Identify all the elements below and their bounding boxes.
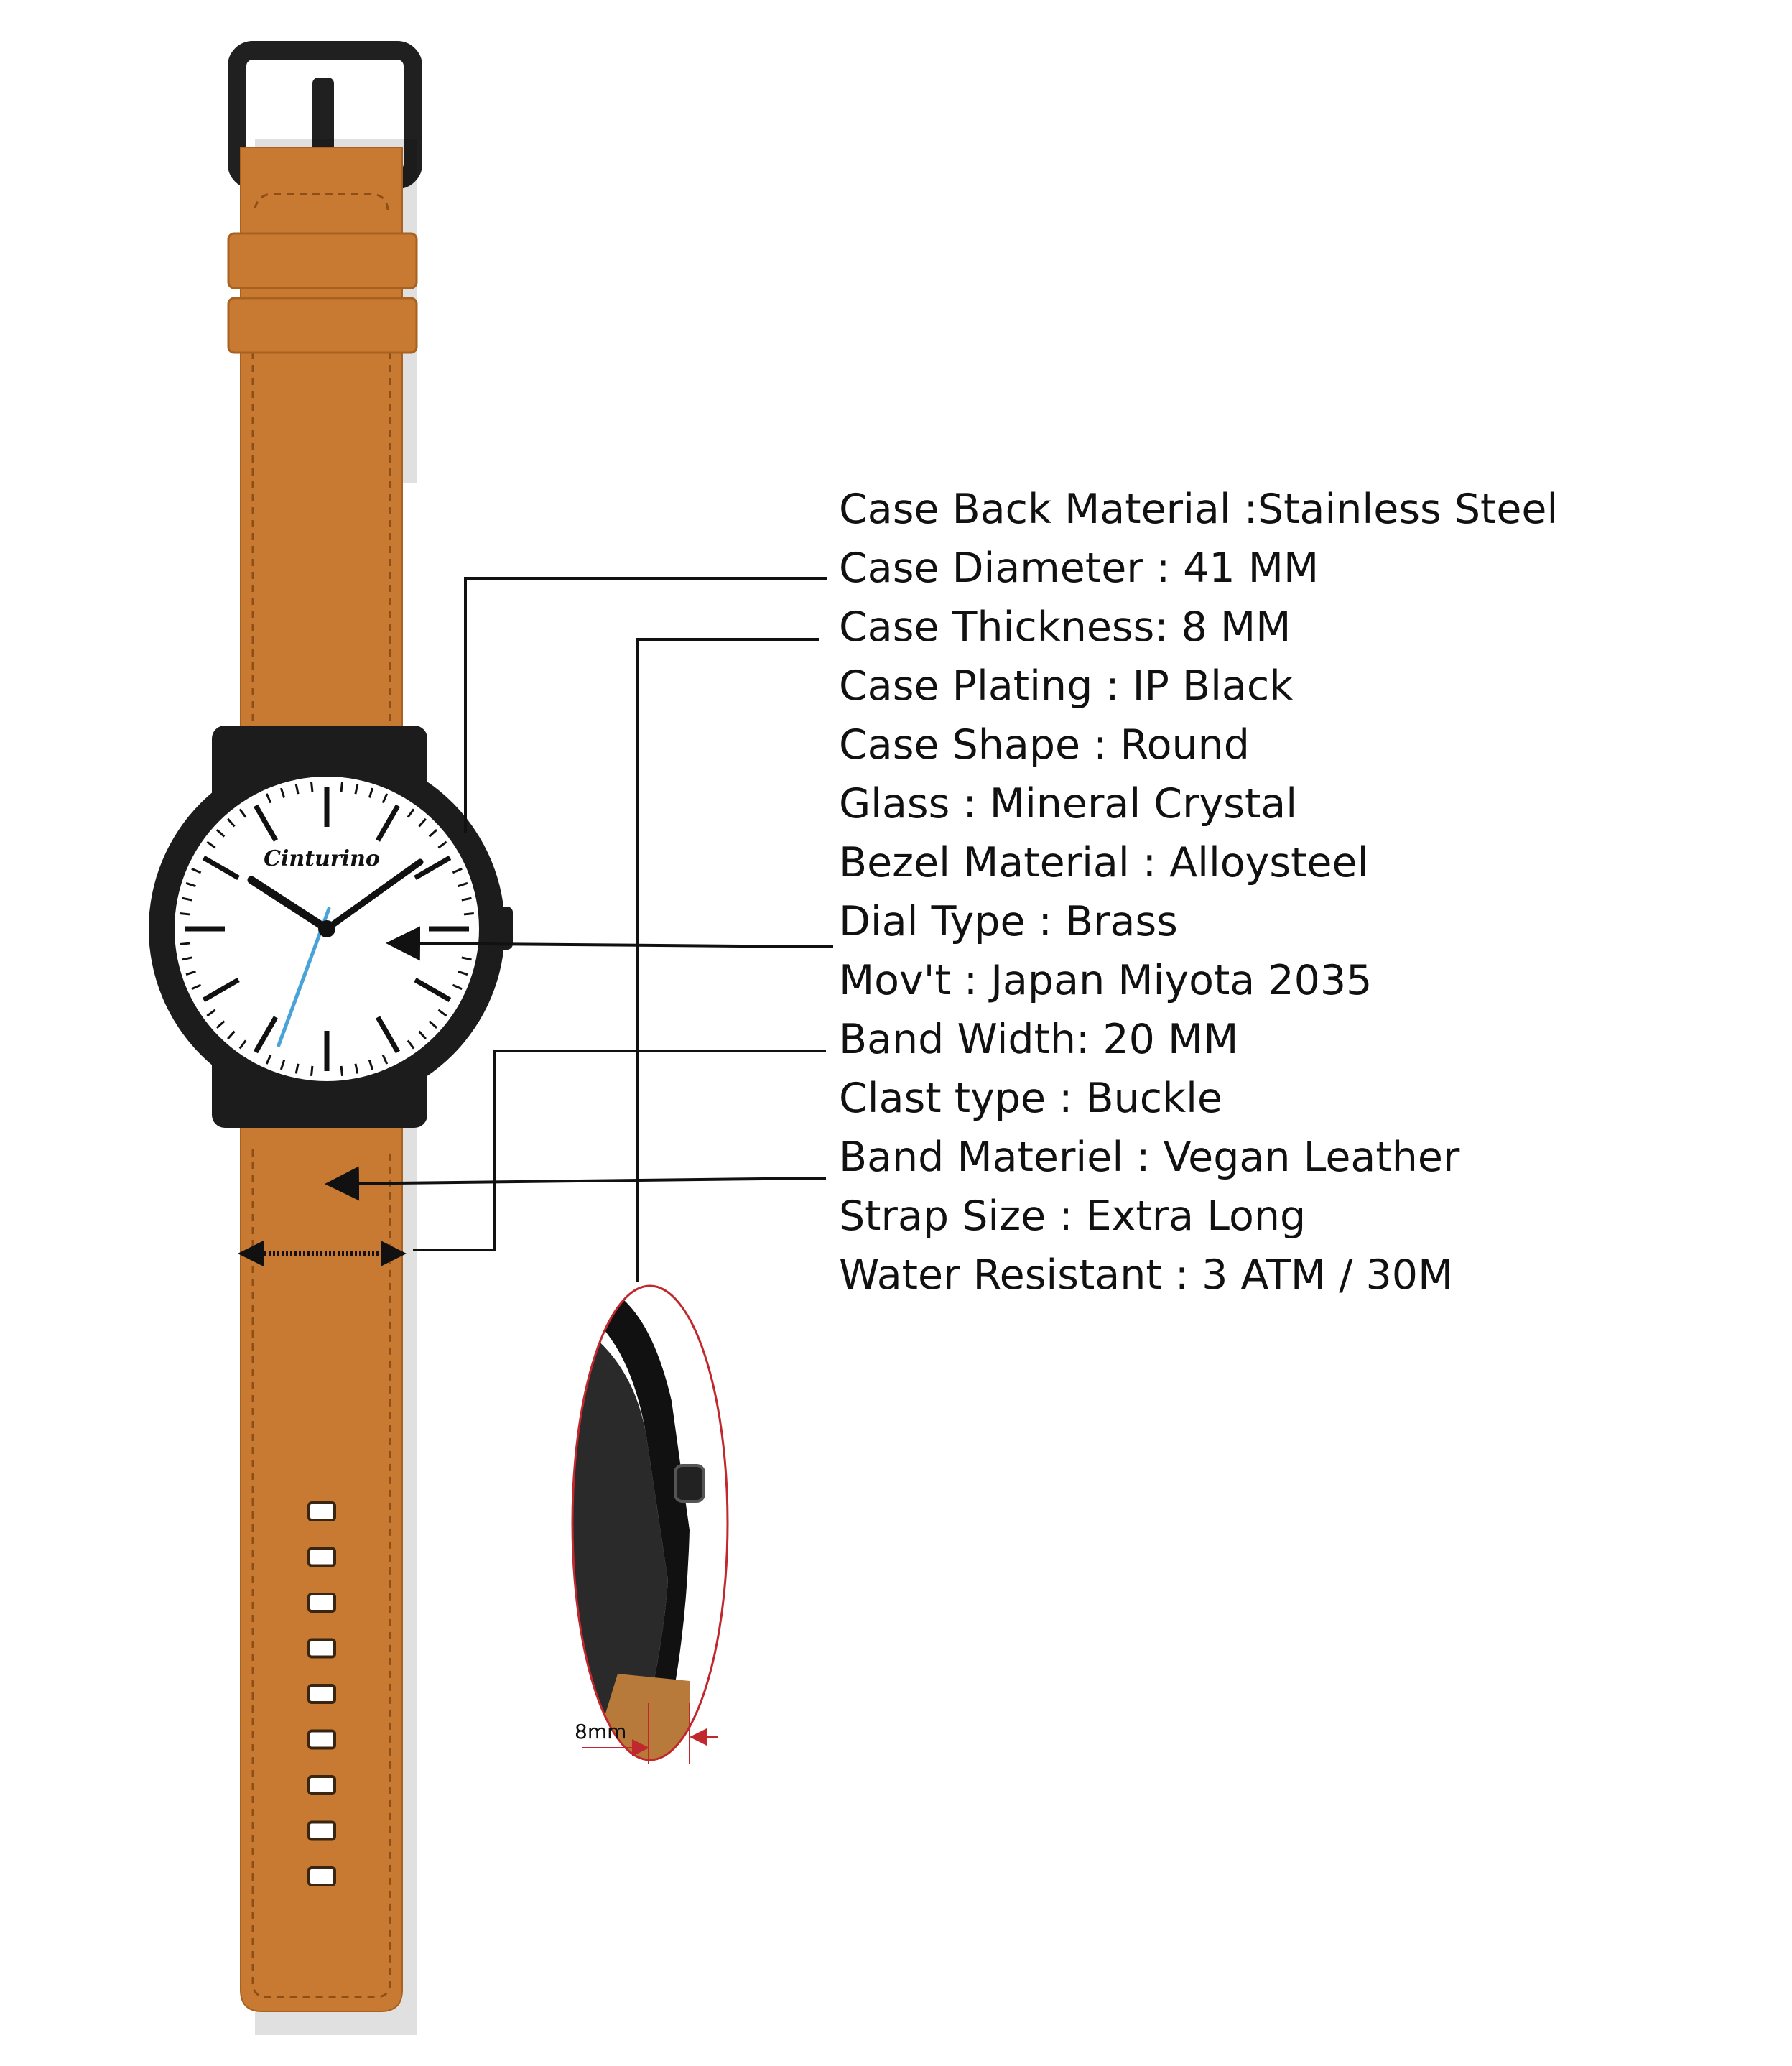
hour-marker: [414, 855, 452, 881]
minute-tick: [238, 808, 247, 818]
minute-tick: [437, 840, 447, 849]
hour-marker: [202, 855, 240, 881]
hour-hand: [247, 876, 331, 933]
thickness-label: 8mm: [575, 1720, 626, 1743]
dial-hour-markers: [185, 787, 469, 1071]
minute-tick: [461, 956, 472, 961]
spec-clasp-type: Clast type : Buckle: [839, 1075, 1222, 1122]
case-side-view: [571, 1284, 729, 1764]
spec-band-material: Band Materiel : Vegan Leather: [839, 1134, 1460, 1181]
minute-tick: [279, 787, 286, 798]
minute-tick: [265, 1054, 272, 1065]
strap-hole: [307, 1820, 336, 1841]
minute-tick: [368, 787, 374, 798]
minute-tick: [294, 1063, 300, 1074]
hour-marker: [253, 804, 279, 842]
minute-tick: [354, 1063, 359, 1074]
minute-tick: [407, 808, 415, 818]
minute-tick: [340, 1065, 344, 1077]
callout-band-width: [413, 1050, 826, 1251]
minute-tick: [206, 1009, 216, 1017]
minute-tick: [179, 942, 190, 946]
spec-case-shape: Case Shape : Round: [839, 721, 1250, 769]
minute-tick: [381, 1054, 389, 1065]
minute-tick: [215, 1020, 226, 1029]
spec-list: Case Back Material :Stainless Steel Case…: [839, 480, 1558, 1305]
strap-keeper-1: [227, 232, 418, 289]
minute-tick: [452, 983, 463, 991]
spec-dial-type: Dial Type : Brass: [839, 898, 1178, 945]
callout-band-material: [325, 1166, 827, 1201]
callout-case-diameter: [464, 577, 827, 833]
strap-hole: [307, 1866, 336, 1886]
minute-tick: [418, 1030, 427, 1040]
spec-case-thickness: Case Thickness: 8 MM: [839, 603, 1291, 651]
minute-tick: [310, 781, 314, 792]
hour-marker: [375, 1016, 401, 1054]
strap-holes: [307, 1501, 336, 1886]
upper-strap: [240, 139, 417, 751]
strap-keeper-2: [227, 297, 418, 354]
minute-tick: [191, 867, 202, 874]
strap-hole: [307, 1593, 336, 1613]
watch-hands: [247, 858, 424, 1047]
spec-bezel-material: Bezel Material : Alloysteel: [839, 839, 1369, 886]
minute-tick: [437, 1009, 447, 1017]
minute-tick: [461, 897, 472, 902]
callout-case-thickness: [636, 638, 819, 1282]
hand-pivot: [318, 920, 335, 937]
minute-tick: [418, 817, 427, 828]
spec-glass: Glass : Mineral Crystal: [839, 780, 1298, 828]
minute-tick: [206, 840, 216, 849]
strap-hole: [307, 1501, 336, 1521]
minute-tick: [381, 793, 389, 804]
minute-tick: [428, 1020, 438, 1029]
spec-case-plating: Case Plating : IP Black: [839, 662, 1294, 710]
minute-tick: [179, 912, 190, 916]
hour-marker: [414, 977, 452, 1003]
callout-dial-type: [386, 926, 834, 961]
strap-hole: [307, 1729, 336, 1750]
minute-tick: [407, 1039, 415, 1050]
minute-tick: [265, 793, 272, 804]
spec-case-back-material: Case Back Material :Stainless Steel: [839, 486, 1559, 533]
minute-tick: [340, 781, 344, 792]
spec-case-diameter: Case Diameter : 41 MM: [839, 545, 1319, 592]
brand-logo: Cinturino: [264, 846, 380, 871]
minute-tick: [463, 912, 475, 916]
spec-water-resistance: Water Resistant : 3 ATM / 30M: [839, 1251, 1454, 1299]
minute-tick: [227, 1030, 236, 1040]
hour-marker: [202, 977, 240, 1003]
minute-tick: [458, 881, 468, 888]
minute-hand: [323, 858, 424, 932]
minute-tick: [238, 1039, 247, 1050]
minute-tick: [310, 1065, 314, 1077]
spec-strap-size: Strap Size : Extra Long: [839, 1192, 1306, 1240]
strap-hole: [307, 1684, 336, 1704]
minute-tick: [227, 817, 236, 828]
minute-tick: [185, 881, 196, 888]
minute-tick: [452, 867, 463, 874]
minute-tick: [182, 897, 192, 902]
hour-marker: [375, 804, 401, 842]
minute-tick: [294, 784, 300, 795]
callout-lines: [325, 577, 834, 1282]
spec-movement: Mov't : Japan Miyota 2035: [839, 957, 1373, 1004]
strap-hole: [307, 1547, 336, 1567]
minute-tick: [279, 1060, 286, 1070]
hour-marker: [253, 1016, 279, 1054]
minute-tick: [458, 970, 468, 976]
strap-hole: [307, 1775, 336, 1795]
minute-tick: [185, 970, 196, 976]
minute-tick: [215, 829, 226, 838]
minute-tick: [354, 784, 359, 795]
minute-tick: [368, 1060, 374, 1070]
strap-hole: [307, 1638, 336, 1659]
minute-tick: [191, 983, 202, 991]
minute-tick: [428, 829, 438, 838]
minute-tick: [182, 956, 192, 961]
spec-band-width: Band Width: 20 MM: [839, 1016, 1239, 1063]
